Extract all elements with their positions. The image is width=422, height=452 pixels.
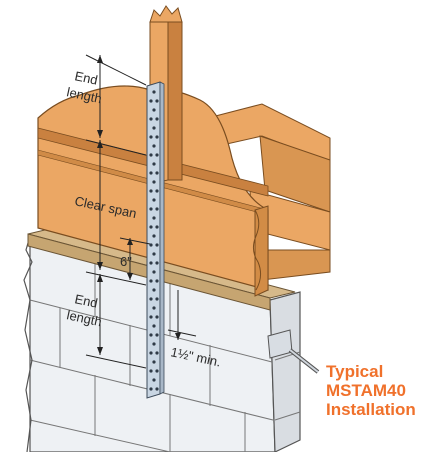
strap-nail-holes — [149, 90, 159, 391]
dimension-arrows — [97, 55, 181, 355]
end-length-bottom-label-line1: End — [73, 291, 99, 310]
dimension-lines — [85, 54, 197, 369]
end-length-top-label-line1: End — [73, 68, 99, 87]
anchor-bolt — [267, 329, 320, 374]
end-length-bottom-label-line2: length — [65, 307, 103, 329]
caption-line-3: Installation — [326, 400, 416, 419]
end-length-top-label-line2: length — [65, 84, 103, 106]
caption-line-1: Typical — [326, 362, 384, 381]
caption: Typical MSTAM40 Installation — [326, 362, 422, 419]
six-inch-label: 6" — [120, 254, 132, 269]
mstam-strap — [146, 81, 165, 399]
floor-joists — [199, 103, 331, 281]
caption-line-2: MSTAM40 — [326, 381, 406, 400]
